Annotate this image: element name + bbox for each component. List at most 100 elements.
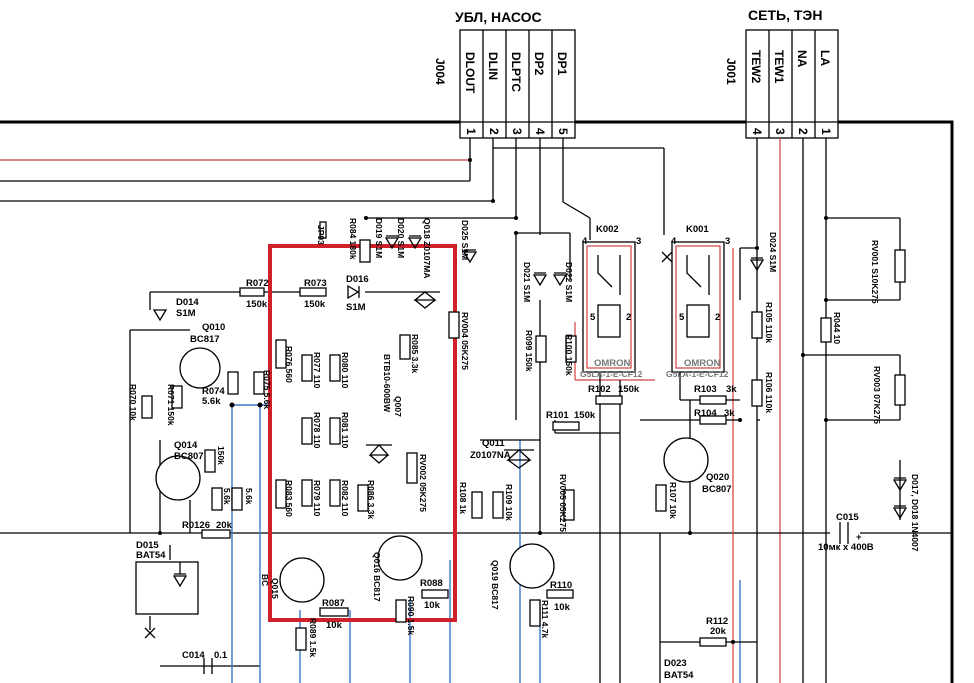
k002-pin5: 5 [590,312,596,323]
c014-symbol [203,658,213,674]
j001-pin-num-4: 4 [750,128,764,135]
d014-symbol [152,309,168,322]
label-r070: R070 10k [128,384,138,421]
label-r085: R085 3.3k [410,334,420,373]
j004-group-title: УБЛ, НАСОС [455,9,542,25]
label-q011: Q011 [482,438,505,449]
label-q014-val: BC807 [174,451,204,462]
q019-symbol [509,543,555,589]
label-d022: D022 S1M [564,262,574,302]
r070-symbol [141,395,153,419]
r56k-b-symbol [231,487,243,511]
label-r150k: 150k [216,446,226,465]
label-r111: R111 4.7k [540,600,550,639]
r078-symbol [301,417,313,445]
label-d025: D025 S1M [460,220,470,260]
label-r100: R100 150k [564,334,574,376]
r076-symbol [275,339,287,369]
label-d015-val: BAT54 [136,550,166,561]
label-q018: Q018 Z0107MA [422,218,432,278]
label-r101: R101 [546,410,569,421]
label-r0126: R0126 [182,520,210,531]
label-r101-val: 150k [574,410,596,421]
q007-symbol [366,444,392,464]
r072-symbol [239,287,265,297]
label-r087-val: 10k [326,620,343,631]
r101-symbol [552,421,580,431]
jp03-symbol [319,221,327,239]
j001-pin-name-4: TEW2 [749,50,763,84]
cross-mark-1 [144,627,156,639]
label-r081: R081 110 [340,412,350,449]
label-d020: D020 S1M [396,218,406,258]
j004-pin-num-4: 4 [533,128,547,135]
k002-maker: OMRON [594,358,631,369]
r106-symbol [751,379,763,407]
d022-symbol [552,272,568,287]
k001-maker: OMRON [684,358,721,369]
r108-symbol [471,491,483,519]
junctions [158,158,828,644]
r081-symbol [329,417,341,445]
label-r071: R071 150k [166,384,176,426]
label-r074-val: 5.6k [202,396,221,407]
q011-symbol [504,449,534,469]
r044-symbol [820,317,832,343]
label-bc: BC [260,574,270,586]
k001-pin4: 4 [671,236,677,247]
label-q020: Q020 [706,472,729,483]
r100-symbol [565,335,577,363]
q014-symbol [155,455,201,501]
r071-symbol [171,385,183,409]
d020-symbol [407,235,423,250]
k002-pin2: 2 [626,312,631,323]
r079-symbol [301,479,313,507]
r074-symbol [227,371,239,395]
j001-pin-name-1: LA [818,50,832,66]
r089-symbol [295,627,307,651]
label-r080: R080 110 [340,352,350,389]
r080-symbol [329,354,341,382]
label-r089: R089 1.5k [308,618,318,657]
q020-symbol [663,437,709,483]
wiring [0,138,952,683]
label-r076: R076 560 [284,346,294,383]
d025-symbol [462,249,478,264]
q016-symbol [377,535,423,581]
d016-symbol [347,284,360,300]
label-c015-plus: + [856,532,862,543]
label-r072: R072 [246,278,269,289]
label-r073: R073 [304,278,327,289]
label-d016: D016 [346,274,369,285]
r103-symbol [699,395,727,405]
label-d021: D021 S1M [522,262,532,302]
k002-pin4: 4 [582,236,588,247]
label-r083: R083 560 [284,480,294,517]
rv005-symbol [563,489,575,521]
label-r090: R090 1.5k [406,596,416,635]
label-r0126-val: 20k [216,520,233,531]
j004-pin-num-2: 2 [487,128,501,135]
label-r105: R105 110k [764,302,774,343]
label-r112-val: 20k [710,626,727,637]
rv001-symbol [894,249,906,283]
label-q019: Q019 BC817 [490,560,500,610]
label-r088-val: 10k [424,600,441,611]
j004-pin-num-5: 5 [556,128,570,135]
r110-symbol [546,589,574,599]
r104-symbol [699,415,727,425]
d021-symbol [532,272,548,287]
label-r075: R075 5.6k [262,370,272,409]
q010-symbol [179,347,221,389]
j004-pin-name-4: DP2 [532,52,546,76]
label-q020-val: BC807 [702,484,732,495]
k001-pin3: 3 [725,236,730,247]
label-r088: R088 [420,578,443,589]
label-jp03: JP03 [316,225,326,245]
k001-pin5: 5 [679,312,685,323]
r111-symbol [529,599,541,627]
label-r073-val: 150k [304,299,326,310]
label-r103-val: 3k [726,384,737,395]
label-r110-val: 10k [554,602,571,613]
